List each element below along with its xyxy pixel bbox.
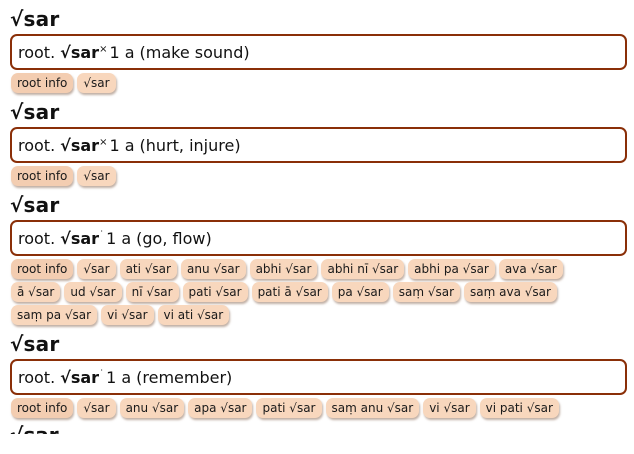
root-family-button[interactable]: pa √sar [331,282,389,302]
root-family-button[interactable]: pati √sar [256,398,322,418]
root-info-button[interactable]: root info [11,259,74,279]
root-family-button[interactable]: ud √sar [64,282,122,302]
root-group: 1 a [106,367,132,387]
root-family-button[interactable]: vi pati √sar [479,398,559,418]
root-info-button[interactable]: root info [11,398,74,418]
root-summary-box[interactable]: root.√sar˙1 a(remember) [10,359,627,395]
entry-title: √sar [10,193,60,217]
entry-title: √sar [10,100,60,124]
root-keyword: root. [18,135,56,155]
root-meaning: (make sound) [139,42,250,62]
root-family-button[interactable]: √sar [77,398,116,418]
root-family-button[interactable]: saṃ ava √sar [464,282,557,302]
root-family-button[interactable]: ati √sar [119,259,177,279]
root-family-button[interactable]: √sar [77,73,116,93]
root-summary-box[interactable]: root.√sar×1 a(hurt, injure) [10,127,627,163]
root-family-button[interactable]: √sar [77,166,116,186]
root-group: 1 a [106,228,132,248]
root-family-button[interactable]: apa √sar [188,398,253,418]
root-family-button[interactable]: abhi pa √sar [408,259,495,279]
root-keyword: root. [18,42,56,62]
root-group: 1 a [109,42,135,62]
root-meaning: (go, flow) [136,228,212,248]
root-family-button[interactable]: ā √sar [11,282,61,302]
root-family-button[interactable]: ava √sar [498,259,563,279]
root-keyword: root. [18,367,56,387]
root-family-button[interactable]: abhi nī √sar [321,259,405,279]
root-summary-box[interactable]: root.√sar˙1 a(go, flow) [10,220,627,256]
root-meaning: (hurt, injure) [139,135,241,155]
entry-title: √sar [10,332,60,356]
root-name: √sar [60,367,100,387]
root-family-button[interactable]: anu √sar [119,398,185,418]
root-family-button[interactable]: vi √sar [101,305,154,325]
root-family-button[interactable]: pati √sar [182,282,248,302]
root-group: 1 a [109,135,135,155]
button-row: root info√sar [10,163,611,186]
root-family-button[interactable]: vi ati √sar [157,305,230,325]
root-summary-box[interactable]: root.√sar×1 a(make sound) [10,34,627,70]
root-family-button[interactable]: saṃ pa √sar [11,305,98,325]
root-family-button[interactable]: vi √sar [423,398,476,418]
root-family-button[interactable]: saṃ anu √sar [325,398,420,418]
root-name: √sar [60,228,100,248]
root-family-button[interactable]: √sar [77,259,116,279]
root-name: √sar [60,42,100,62]
root-family-button[interactable]: pati ā √sar [251,282,328,302]
button-row: root info√sar [10,70,611,93]
root-keyword: root. [18,228,56,248]
root-name: √sar [60,135,100,155]
root-family-button[interactable]: nī √sar [125,282,179,302]
root-meaning: (remember) [136,367,233,387]
next-entry-title: √sar [10,418,634,434]
entry-title: √sar [10,7,60,31]
root-info-button[interactable]: root info [11,73,74,93]
root-info-button[interactable]: root info [11,166,74,186]
root-family-button[interactable]: anu √sar [180,259,246,279]
root-family-button[interactable]: abhi √sar [249,259,318,279]
root-family-button[interactable]: saṃ √sar [392,282,461,302]
